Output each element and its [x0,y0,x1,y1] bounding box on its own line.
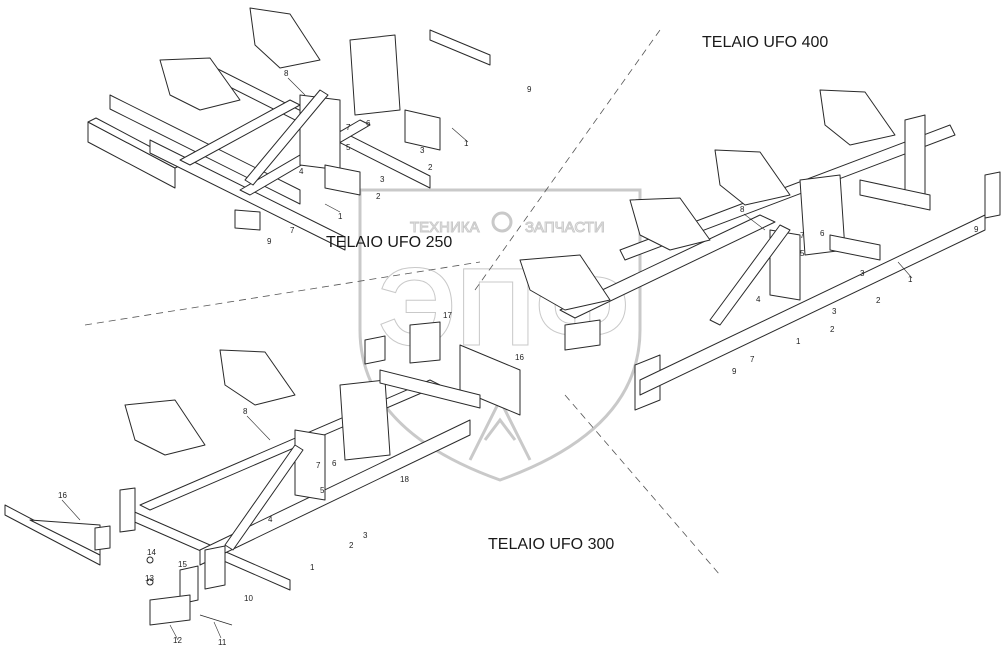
watermark-wheat-icon [468,396,532,461]
callout-ufo250-part-3: 3 [380,175,385,184]
watermark-text-left: ТЕХНИКА [410,219,480,236]
callout-ufo400-part-9-upper: 9 [974,225,979,234]
callout-ufo250-part-3-right: 3 [420,146,425,155]
title-ufo250: TELAIO UFO 250 [326,234,453,251]
callout-ufo250-part-2: 2 [376,192,381,201]
callout-ufo250-part-8: 8 [284,69,289,78]
section-divider-horizontal [84,261,481,326]
frame-ufo400-drawing [519,89,1001,411]
callout-ufo250-part-1: 1 [338,212,343,221]
section-divider-lower [564,394,721,576]
callout-ufo400-part-7: 7 [800,231,805,240]
frame-ufo400-callouts: 8 7 6 5 4 3 2 1 9 7 9 1 2 3 [732,205,979,376]
title-ufo300: TELAIO UFO 300 [488,536,615,553]
callout-ufo300-part-14: 14 [147,548,156,557]
callout-ufo300-part-15: 15 [178,560,187,569]
callout-ufo400-part-4: 4 [756,295,761,304]
callout-ufo250-part-7: 7 [346,123,351,132]
callout-ufo300-part-3: 3 [363,531,368,540]
callout-ufo400-part-6: 6 [820,229,825,238]
callout-ufo300-part-18: 18 [400,475,409,484]
callout-ufo400-part-2: 2 [830,325,835,334]
callout-ufo250-part-2-right: 2 [428,163,433,172]
frame-ufo250-callouts: 8 7 6 5 4 3 2 1 9 7 9 1 2 3 [267,69,532,246]
callout-ufo300-part-12: 12 [173,636,182,645]
callout-ufo400-part-2-right: 2 [876,296,881,305]
callout-ufo300-part-16-right: 16 [515,353,524,362]
callout-ufo250-part-9-upper: 9 [527,85,532,94]
callout-ufo300-part-7: 7 [316,461,321,470]
watermark-text-right: ЗАПЧАСТИ [525,219,605,236]
callout-ufo400-part-7-lower: 7 [750,355,755,364]
callout-ufo250-part-4: 4 [299,167,304,176]
section-divider-diagonal [474,29,661,291]
callout-ufo250-part-1-right: 1 [464,139,469,148]
callout-ufo300-part-2: 2 [349,541,354,550]
title-ufo400: TELAIO UFO 400 [702,34,829,51]
callout-ufo300-part-4: 4 [268,515,273,524]
frame-ufo300-drawing [4,321,521,626]
frame-ufo250-drawing [87,7,491,251]
callout-ufo400-part-9-lower: 9 [732,367,737,376]
callout-ufo300-part-10: 10 [244,594,253,603]
callout-ufo250-part-5: 5 [346,143,351,152]
callout-ufo400-part-1-right: 1 [908,275,913,284]
callout-ufo250-part-7-lower: 7 [290,226,295,235]
callout-ufo300-part-16-left: 16 [58,491,67,500]
callout-ufo300-part-13: 13 [145,574,154,583]
callout-ufo300-part-8: 8 [243,407,248,416]
callout-ufo400-part-8: 8 [740,205,745,214]
callout-ufo250-part-9-lower: 9 [267,237,272,246]
frame-ufo300-callouts: 8 7 6 5 4 3 2 1 10 11 12 13 14 15 16 16 … [58,311,524,647]
callout-ufo400-part-3-right: 3 [860,269,865,278]
callout-ufo300-part-1: 1 [310,563,315,572]
callout-ufo400-part-1: 1 [796,337,801,346]
callout-ufo300-part-5: 5 [320,486,325,495]
callout-ufo400-part-3: 3 [832,307,837,316]
callout-ufo300-part-11: 11 [218,638,227,646]
callout-ufo250-part-6: 6 [366,119,371,128]
callout-ufo300-part-6: 6 [332,459,337,468]
watermark-gear-icon [491,211,513,233]
callout-ufo300-part-17: 17 [443,311,452,320]
callout-ufo400-part-5: 5 [800,249,805,258]
